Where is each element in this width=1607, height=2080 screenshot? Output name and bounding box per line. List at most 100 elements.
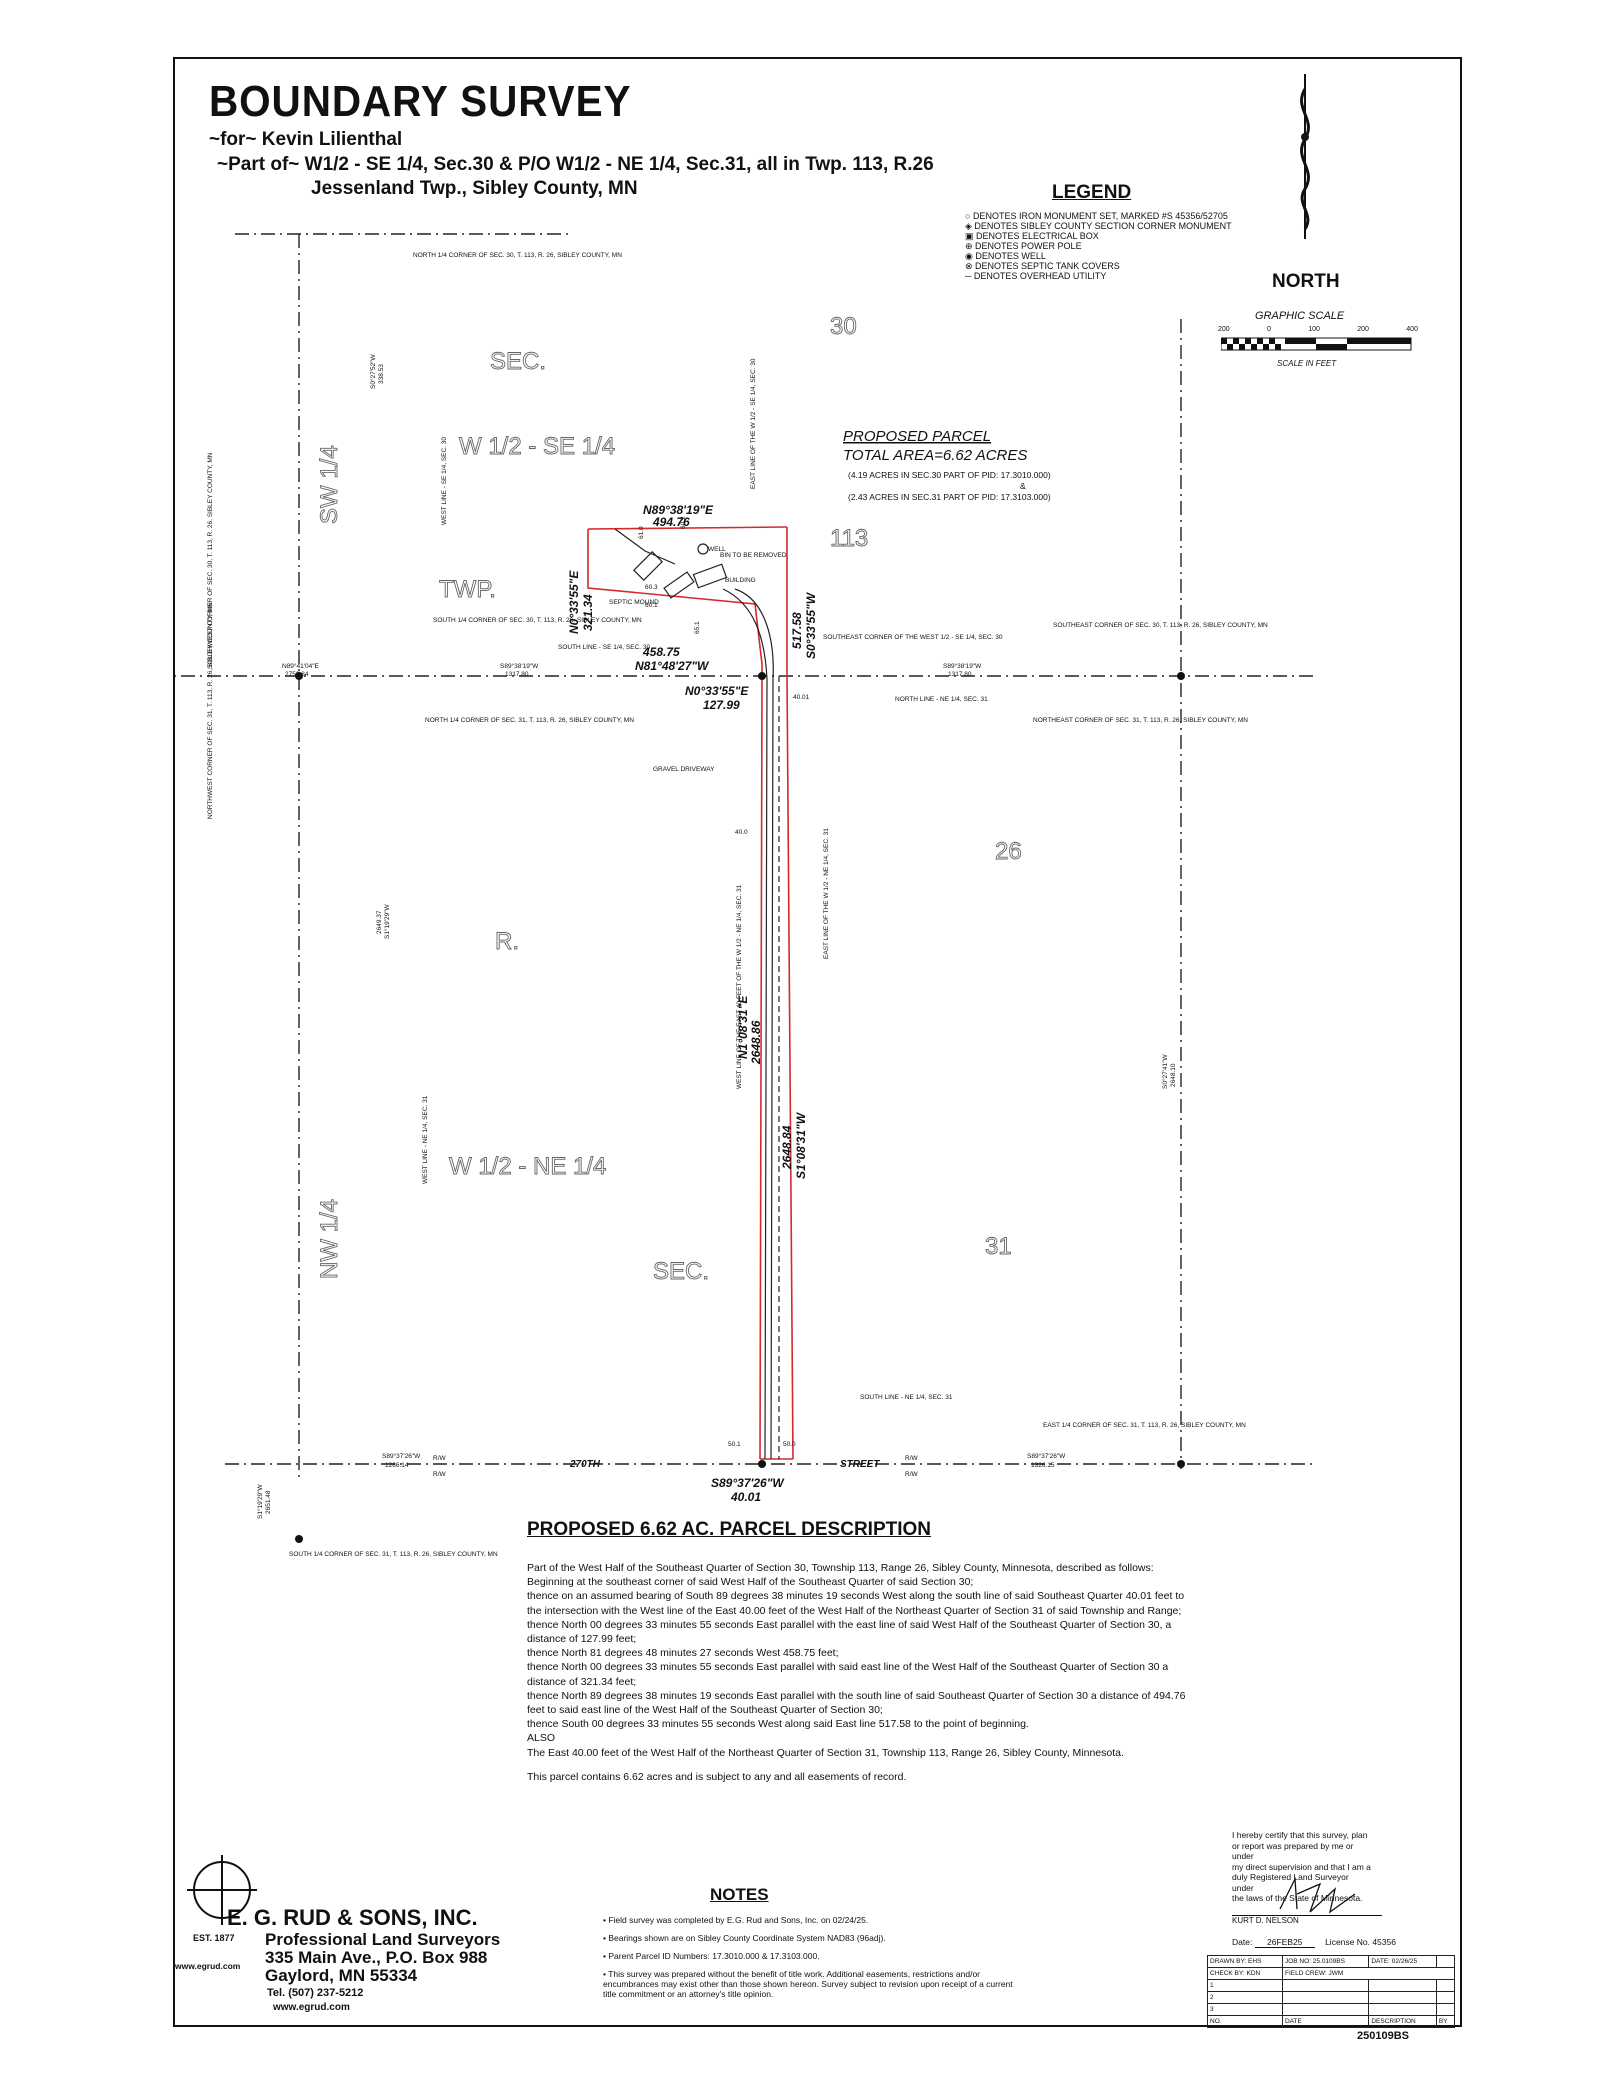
map-label-sec-bottom: SEC. bbox=[653, 1258, 709, 1285]
survey-map: SEC. 30 W 1/2 - SE 1/4 113 SW 1/4 TWP. 2… bbox=[175, 233, 1315, 1558]
map-label-31: 31 bbox=[985, 1233, 1012, 1260]
scale-units: SCALE IN FEET bbox=[1277, 359, 1337, 368]
map-label-sec-top: SEC. bbox=[490, 348, 546, 375]
company-logo-icon bbox=[187, 1855, 257, 1925]
legend-item-section-corner: ◈ DENOTES SIBLEY COUNTY SECTION CORNER M… bbox=[965, 221, 1232, 231]
east-line-w12-se-label: EAST LINE OF THE W 1/2 - SE 1/4, SEC. 30 bbox=[750, 358, 757, 489]
legend-item-iron-monument: ○ DENOTES IRON MONUMENT SET, MARKED #S 4… bbox=[965, 211, 1228, 221]
s89-mid-bearing: S89°38'19"W bbox=[500, 662, 539, 670]
description-line: the intersection with the West line of t… bbox=[527, 1604, 1182, 1617]
north-line-ne-label: NORTH LINE - NE 1/4, SEC. 31 bbox=[895, 696, 988, 703]
s1-bot-bearing: S1°19'29"W bbox=[256, 1483, 264, 1519]
ne-corner-sec31: NORTHEAST CORNER OF SEC. 31, T. 113, R. … bbox=[1033, 717, 1248, 724]
electrical-box-icon: ▣ bbox=[965, 231, 977, 241]
s1-mid-distance: 2649.37 bbox=[376, 910, 383, 934]
proposed-parcel-title: PROPOSED PARCEL bbox=[843, 428, 991, 445]
note-item: • Bearings shown are on Sibley County Co… bbox=[603, 1933, 886, 1943]
description-line: thence North 81 degrees 48 minutes 27 se… bbox=[527, 1647, 839, 1660]
north-arrow-icon bbox=[1300, 74, 1310, 239]
dim-60-2: 60.2 bbox=[680, 516, 687, 529]
parcel-part-line: ~Part of~ W1/2 - SE 1/4, Sec.30 & P/O W1… bbox=[217, 154, 934, 175]
south-line-bearing: N81°48'27"W bbox=[635, 659, 710, 673]
description-line: The East 40.00 feet of the West Half of … bbox=[527, 1746, 1124, 1759]
s14-corner-sec31: SOUTH 1/4 CORNER OF SEC. 31, T. 113, R. … bbox=[289, 1551, 498, 1558]
dim-40-01: 40.01 bbox=[793, 694, 810, 701]
long-west-distance: 2648.86 bbox=[749, 1020, 763, 1065]
long-east-distance: 2648.84 bbox=[780, 1125, 794, 1170]
s89-right-bearing: S89°38'19"W bbox=[943, 662, 982, 670]
map-label-w-ne: W 1/2 - NE 1/4 bbox=[449, 1153, 606, 1180]
s0-right-distance: 2648.10 bbox=[1170, 1063, 1177, 1087]
bottom-distance: 40.01 bbox=[730, 1490, 761, 1504]
acres-sec31: (2.43 ACRES IN SEC.31 PART OF PID: 17.31… bbox=[848, 492, 1051, 502]
client-line: ~for~ Kevin Lilienthal bbox=[209, 129, 403, 150]
n14-corner-sec30: NORTH 1/4 CORNER OF SEC. 30, T. 113, R. … bbox=[413, 252, 622, 259]
note-item: • This survey was prepared without the b… bbox=[603, 1969, 1013, 1999]
s89-mid-distance: 1317.80 bbox=[505, 671, 529, 678]
description-line: distance of 127.99 feet; bbox=[527, 1633, 637, 1646]
rw-label-3: R/W bbox=[905, 1455, 919, 1462]
south-line-se-label: SOUTH LINE - SE 1/4, SEC. 30 bbox=[558, 644, 650, 651]
east-line-w12-ne-label: EAST LINE OF THE W 1/2 - NE 1/4, SEC. 31 bbox=[823, 828, 830, 959]
certification-date: 26FEB25 bbox=[1254, 1937, 1315, 1948]
scale-title: GRAPHIC SCALE bbox=[1255, 310, 1345, 322]
note-item: • Field survey was completed by E.G. Rud… bbox=[603, 1915, 869, 1925]
company-est: EST. 1877 bbox=[193, 1933, 235, 1943]
dim-60-3: 60.3 bbox=[645, 584, 658, 591]
dim-60-1: 60.1 bbox=[645, 602, 658, 609]
west-line-east40-label: WEST LINE OF THE EAST 40 FEET OF THE W 1… bbox=[736, 884, 743, 1089]
s1-bot-distance: 2651.48 bbox=[265, 1490, 272, 1514]
bot-right-bearing: S89°37'26"W bbox=[1027, 1452, 1066, 1460]
overhead-utility-icon: ─ bbox=[965, 271, 974, 281]
description-spacer bbox=[527, 1760, 1407, 1770]
west-line-distance: 321.34 bbox=[581, 594, 595, 631]
sheet-id: 250109BS bbox=[1357, 2030, 1409, 2042]
building-label: BUILDING bbox=[725, 577, 756, 584]
west-line-ne-label: WEST LINE - NE 1/4, SEC. 31 bbox=[422, 1095, 429, 1184]
s1-mid-bearing: S1°19'29"W bbox=[383, 903, 391, 939]
legend-item-well: ◉ DENOTES WELL bbox=[965, 251, 1046, 261]
sw-corner-sec30: SOUTHWEST CORNER OF SEC. 30, T. 113, R. … bbox=[207, 452, 214, 669]
bot-left-bearing: S89°37'26"W bbox=[382, 1452, 421, 1460]
s0-top-distance: 338.53 bbox=[378, 364, 385, 384]
stem-bearing: N0°33'55"E bbox=[685, 684, 749, 698]
description-line: thence North 00 degrees 33 minutes 55 se… bbox=[527, 1618, 1172, 1631]
south-line-distance: 458.75 bbox=[642, 645, 680, 659]
dim-50-1: 50.1 bbox=[728, 1441, 741, 1448]
legend-item-power-pole: ⊕ DENOTES POWER POLE bbox=[965, 241, 1082, 251]
nw-corner-sec31: NORTHWEST CORNER OF SEC. 31, T. 113, R. … bbox=[207, 602, 214, 819]
description-line: Beginning at the southeast corner of sai… bbox=[527, 1576, 974, 1589]
description-line: distance of 321.34 feet; bbox=[527, 1675, 637, 1688]
license-number: License No. 45356 bbox=[1325, 1937, 1396, 1947]
company-line-3: Gaylord, MN 55334 bbox=[265, 1966, 418, 1985]
bin-label: BIN TO BE REMOVED bbox=[720, 552, 787, 559]
description-line: ALSO bbox=[527, 1732, 556, 1745]
well-label: WELL bbox=[708, 546, 726, 553]
road-street: STREET bbox=[840, 1459, 880, 1470]
notes-title: NOTES bbox=[710, 1885, 769, 1904]
certification-date-row: Date: 26FEB25 License No. 45356 bbox=[1232, 1937, 1396, 1948]
west-line-bearing: N0°33'55"E bbox=[567, 570, 581, 634]
bottom-bearing: S89°37'26"W bbox=[711, 1476, 785, 1490]
map-label-sw: SW 1/4 bbox=[316, 445, 343, 524]
rw-label-2: R/W bbox=[433, 1471, 447, 1478]
n89-left-distance: 2750.84 bbox=[285, 671, 309, 678]
dim-50-0: 50.0 bbox=[783, 1441, 796, 1448]
gravel-driveway-line bbox=[722, 588, 780, 1460]
s89-right-distance: 1317.80 bbox=[948, 671, 972, 678]
description-line: This parcel contains 6.62 acres and is s… bbox=[527, 1770, 907, 1783]
long-east-bearing: S1°08'31"W bbox=[794, 1111, 808, 1179]
s0-right-bearing: S0°27'41"W bbox=[1161, 1053, 1169, 1089]
e14-corner-sec31: EAST 1/4 CORNER OF SEC. 31, T. 113, R. 2… bbox=[1043, 1422, 1246, 1429]
description-line: thence North 00 degrees 33 minutes 55 se… bbox=[527, 1661, 1169, 1674]
north-line-distance: 494.76 bbox=[652, 515, 690, 529]
graphic-scale-bar bbox=[1221, 337, 1412, 351]
dim-40: 40.0 bbox=[735, 829, 748, 836]
south-line-ne-label: SOUTH LINE - NE 1/4, SEC. 31 bbox=[860, 1394, 953, 1401]
east-line-distance: 517.58 bbox=[790, 612, 804, 649]
road-270th: 270TH bbox=[569, 1459, 601, 1470]
n14-corner-sec31: NORTH 1/4 CORNER OF SEC. 31, T. 113, R. … bbox=[425, 717, 634, 724]
description-line: Part of the West Half of the Southeast Q… bbox=[527, 1562, 1154, 1574]
rw-label-1: R/W bbox=[433, 1455, 447, 1462]
